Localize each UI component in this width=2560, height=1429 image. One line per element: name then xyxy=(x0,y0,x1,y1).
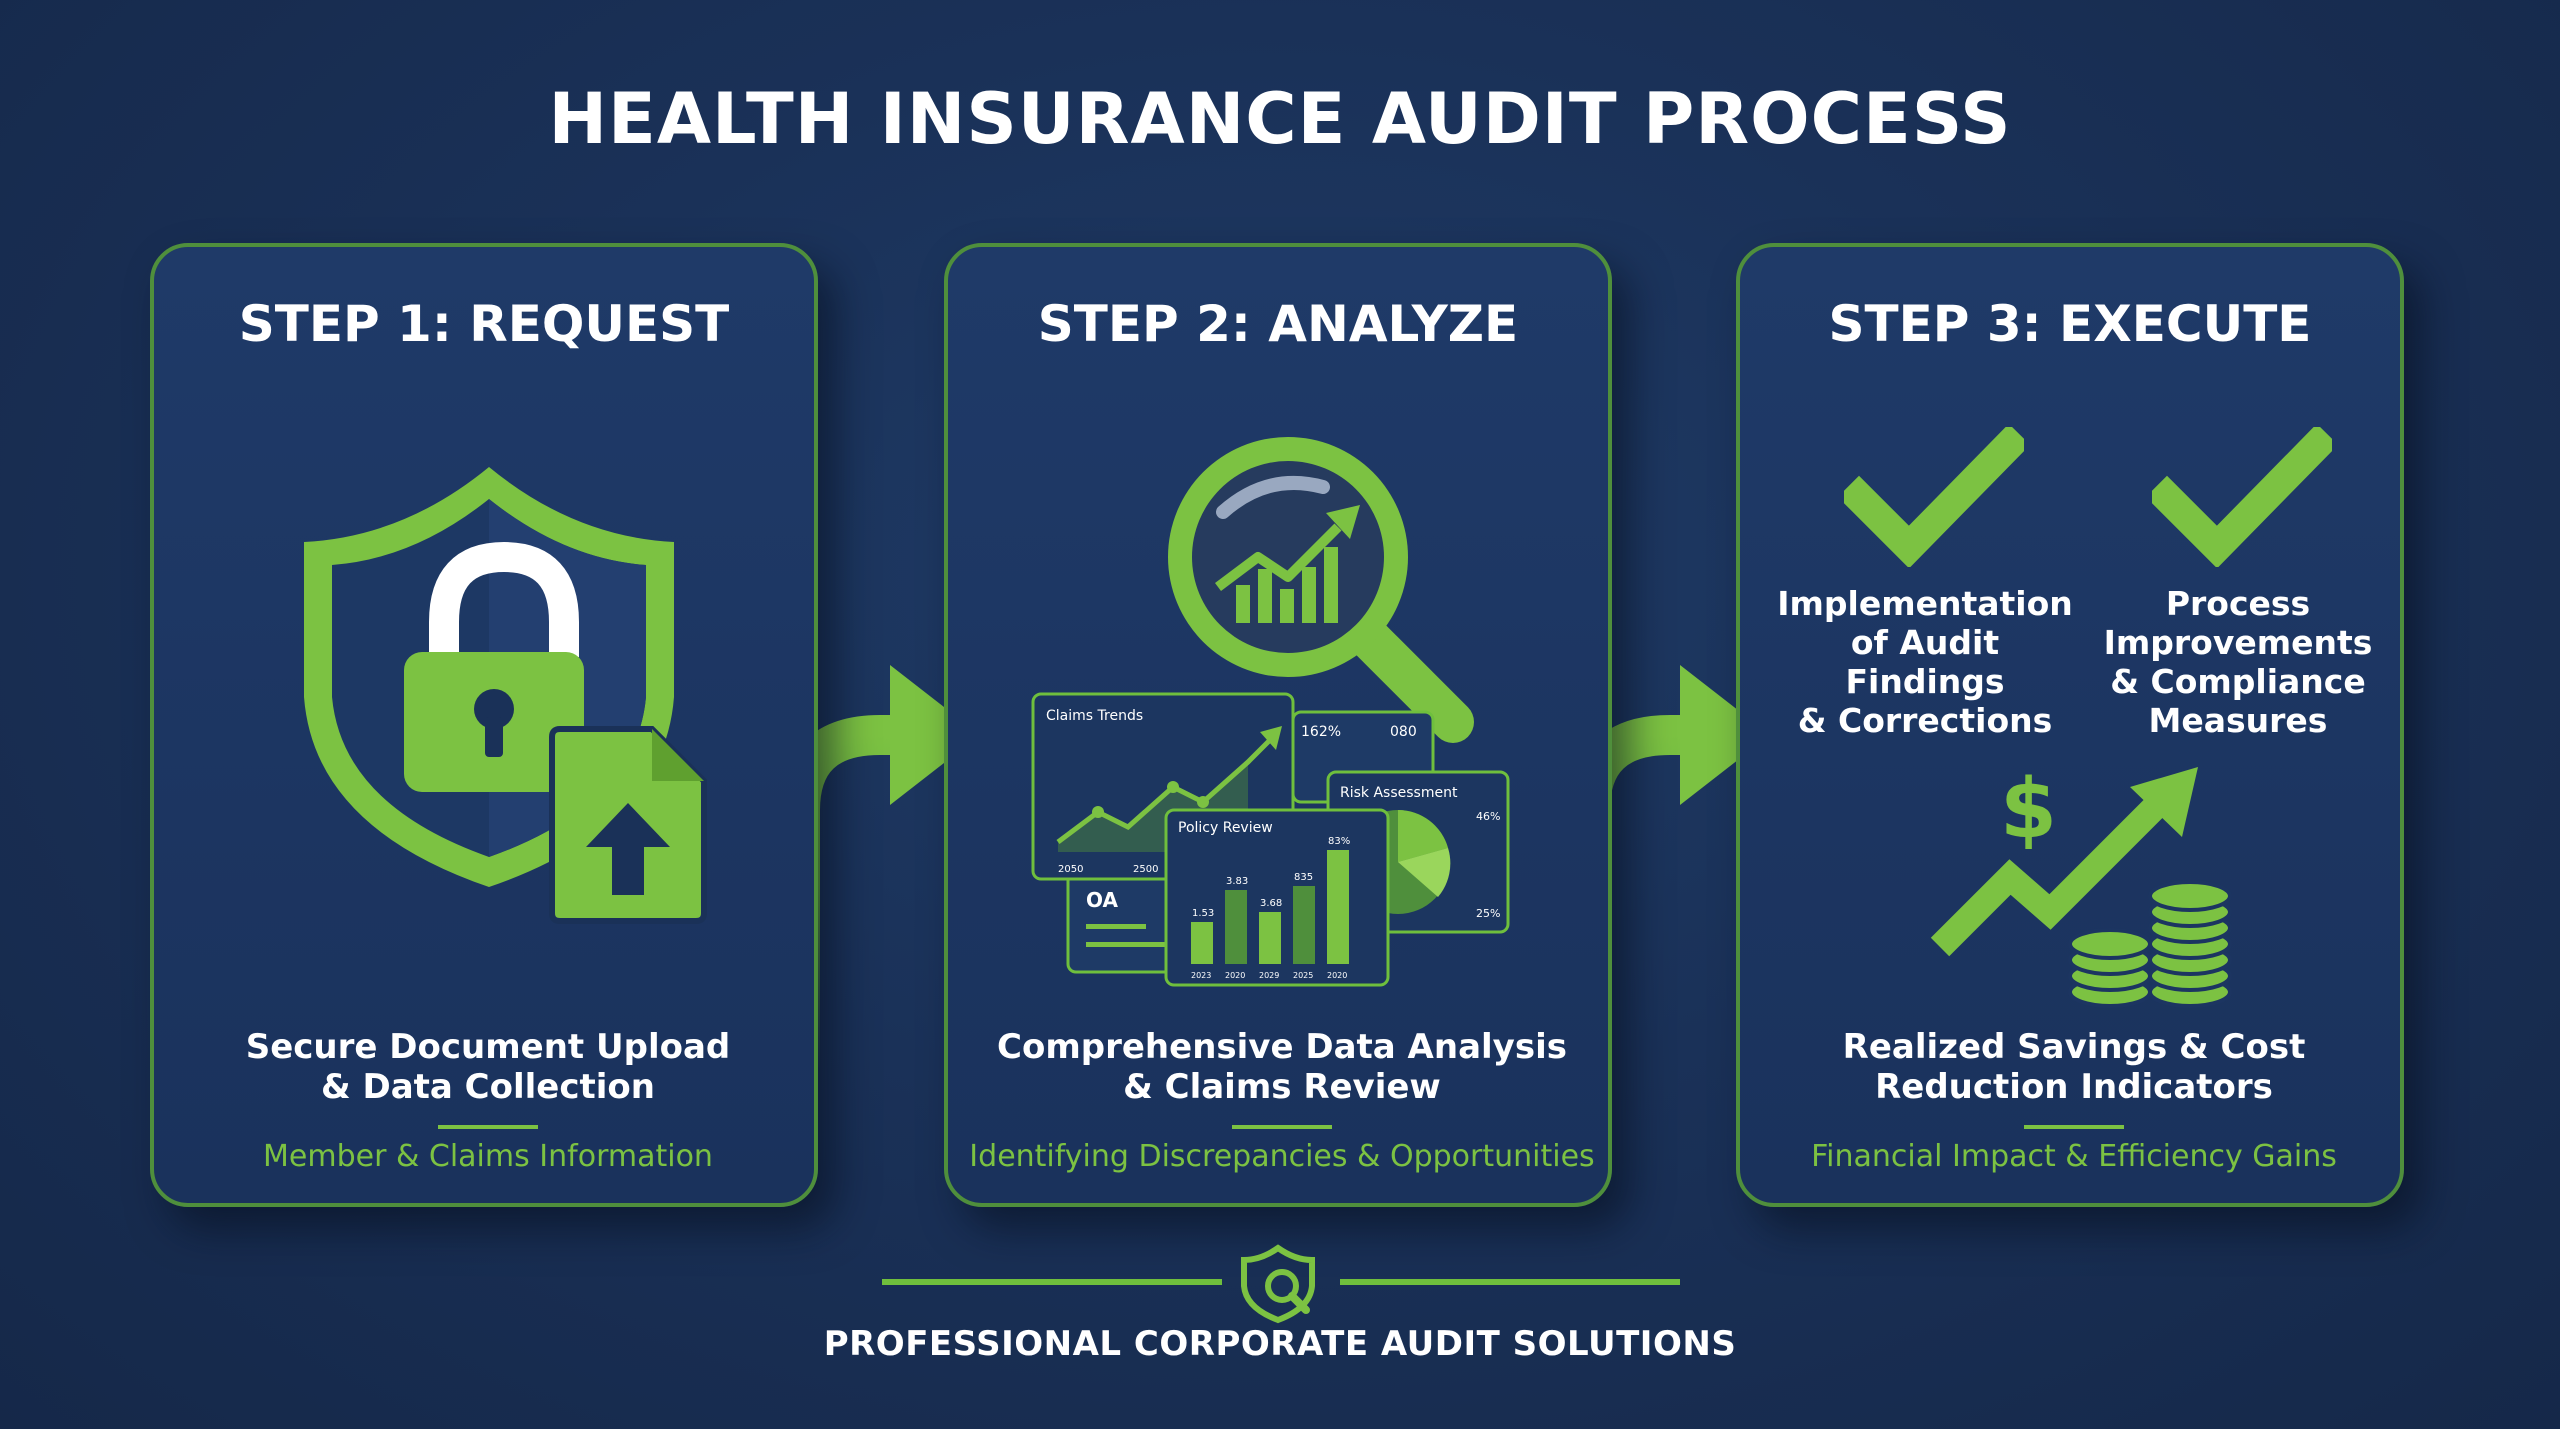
check-label-line: & Compliance xyxy=(2110,662,2366,701)
step-subtitle: Identifying Discrepancies & Opportunitie… xyxy=(969,1139,1595,1174)
step-title: STEP 1: REQUEST xyxy=(238,295,730,353)
step-card-request: STEP 1: REQUEST Secure Document Upload &… xyxy=(150,243,818,1207)
check-label-line: & Corrections xyxy=(1797,701,2053,740)
dollar-sign: $ xyxy=(2000,762,2057,857)
file-upload-icon xyxy=(549,726,707,924)
step-title: STEP 3: EXECUTE xyxy=(1828,295,2312,353)
top-right-value: 162% xyxy=(1301,724,1341,740)
divider xyxy=(1232,1125,1332,1129)
footer-line-left xyxy=(882,1279,1222,1285)
risk-value: 25% xyxy=(1476,907,1500,920)
risk-value: 46% xyxy=(1476,810,1500,823)
check-label-line: Implementation xyxy=(1777,584,2073,623)
step-description: Secure Document Upload & Data Collection xyxy=(174,1027,802,1107)
policy-year: 2023 xyxy=(1191,971,1211,980)
footer-shield-search-icon xyxy=(1241,1244,1315,1324)
step-card-execute: STEP 3: EXECUTE Implementation of Audit … xyxy=(1736,243,2404,1207)
check-label-process: Process Improvements & Compliance Measur… xyxy=(2088,584,2388,740)
divider xyxy=(438,1125,538,1129)
description-line: Reduction Indicators xyxy=(1875,1067,2273,1107)
page-title: HEALTH INSURANCE AUDIT PROCESS xyxy=(548,78,2012,160)
magnifier-chart-icon xyxy=(1168,437,1474,743)
check-label-line: Measures xyxy=(2148,701,2328,740)
policy-bar-label: 835 xyxy=(1294,872,1313,883)
footer-text: PROFESSIONAL CORPORATE AUDIT SOLUTIONS xyxy=(823,1324,1737,1364)
policy-year: 2025 xyxy=(1293,971,1313,980)
policy-bar-label: 1.53 xyxy=(1192,908,1214,919)
policy-bar-label: 3.68 xyxy=(1260,898,1282,909)
coin-stack-icon xyxy=(2068,880,2232,1008)
divider xyxy=(2024,1125,2124,1129)
step-subtitle: Financial Impact & Efficiency Gains xyxy=(1811,1139,2337,1174)
claims-trends-title: Claims Trends xyxy=(1046,708,1143,724)
risk-assessment-title: Risk Assessment xyxy=(1340,785,1458,801)
footer-line-right xyxy=(1340,1279,1680,1285)
policy-year: 2020 xyxy=(1225,971,1245,980)
small-panel-label: OA xyxy=(1086,888,1118,912)
policy-bar-label: 3.83 xyxy=(1226,876,1248,887)
description-line: & Data Collection xyxy=(321,1067,655,1107)
trend-year: 2500 xyxy=(1133,864,1158,875)
policy-year: 2020 xyxy=(1327,971,1347,980)
step-description: Realized Savings & Cost Reduction Indica… xyxy=(1760,1027,2388,1107)
dollar-growth-icon: $ xyxy=(1930,762,2198,957)
description-line: & Claims Review xyxy=(1123,1067,1441,1107)
checkmark-icon xyxy=(2152,427,2332,567)
check-label-line: Improvements xyxy=(2103,623,2373,662)
step-title: STEP 2: ANALYZE xyxy=(1037,295,1519,353)
policy-review-title: Policy Review xyxy=(1178,820,1273,836)
description-line: Secure Document Upload xyxy=(245,1027,731,1067)
analysis-dashboard-panels: 162% 080 OA Claims Trends 2050 2500 2520… xyxy=(1031,692,1510,987)
checkmark-icon xyxy=(1844,427,2024,567)
top-right-value: 080 xyxy=(1390,724,1417,740)
step-subtitle: Member & Claims Information xyxy=(263,1139,713,1174)
step-description: Comprehensive Data Analysis & Claims Rev… xyxy=(968,1027,1596,1107)
trend-year: 2050 xyxy=(1058,864,1083,875)
step-card-analyze: STEP 2: ANALYZE 162% 080 OA Claims Trend… xyxy=(944,243,1612,1207)
policy-bar-label: 83% xyxy=(1328,836,1350,847)
check-label-line: of Audit Findings xyxy=(1845,623,2005,701)
description-line: Realized Savings & Cost xyxy=(1842,1027,2306,1067)
check-label-implementation: Implementation of Audit Findings & Corre… xyxy=(1775,584,2075,740)
policy-year: 2029 xyxy=(1259,971,1279,980)
description-line: Comprehensive Data Analysis xyxy=(997,1027,1567,1067)
check-label-line: Process xyxy=(2165,584,2311,623)
